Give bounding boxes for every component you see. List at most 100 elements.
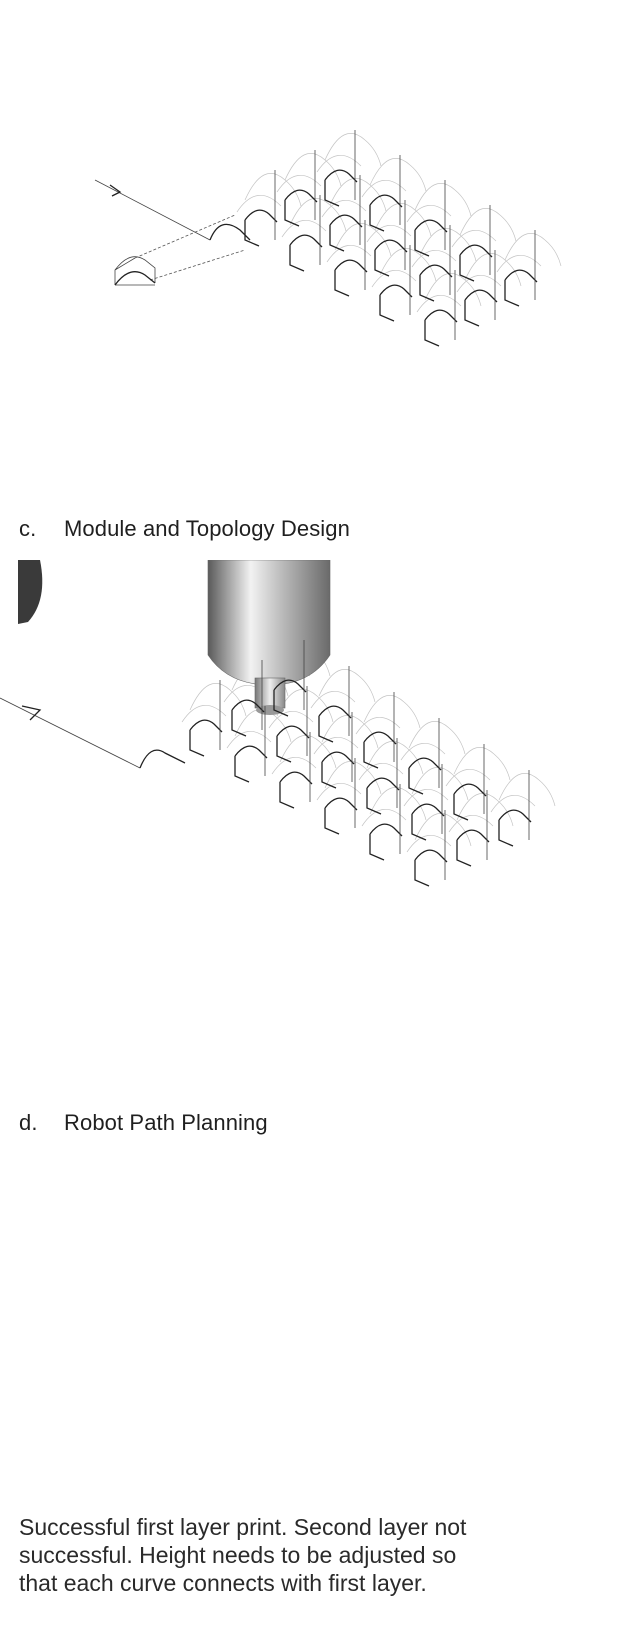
print-note: Successful first layer print. Second lay… xyxy=(19,1513,579,1597)
lattice-arc xyxy=(411,250,457,268)
caption-title: Robot Path Planning xyxy=(64,1110,268,1135)
module-box-curve xyxy=(114,271,156,286)
note-line-2: successful. Height needs to be adjusted … xyxy=(19,1542,457,1568)
lattice-arc xyxy=(451,230,497,248)
module-profile xyxy=(279,771,313,809)
lattice-arc xyxy=(321,200,367,218)
projection-dashes xyxy=(134,214,246,281)
lattice-arc xyxy=(316,783,362,801)
figure-caption-d: d. Robot Path Planning xyxy=(19,1110,268,1136)
lattice-arc xyxy=(366,225,412,243)
module-profile xyxy=(498,809,532,847)
module-profile xyxy=(189,719,223,757)
faint-lattice xyxy=(236,133,562,313)
note-line-3: that each curve connects with first laye… xyxy=(19,1570,427,1596)
module-curve xyxy=(209,223,251,241)
lattice-arc xyxy=(310,691,356,709)
input-path-line xyxy=(94,179,211,241)
lattice-arc xyxy=(411,767,469,801)
lattice-arc xyxy=(313,737,359,755)
lattice-arc xyxy=(406,835,452,853)
module-profile xyxy=(414,849,448,887)
module-profile xyxy=(318,705,352,743)
lattice-arc xyxy=(414,183,472,217)
lattice-arc xyxy=(456,793,514,827)
robot-path-diagram xyxy=(0,560,556,887)
lattice-arc xyxy=(363,695,421,729)
lead-in-curve xyxy=(139,749,186,769)
lattice-arc xyxy=(271,757,317,775)
lattice-arc xyxy=(281,220,327,238)
module-profile xyxy=(453,783,487,821)
module-profile xyxy=(464,289,498,327)
module-profile xyxy=(456,829,490,867)
lattice-arc xyxy=(456,275,502,293)
lattice-arc xyxy=(496,255,542,273)
module-profile xyxy=(408,757,442,795)
lattice-arc xyxy=(453,747,511,781)
module-profile xyxy=(411,803,445,841)
lattice-arc xyxy=(490,795,536,813)
arrow-head xyxy=(109,184,122,197)
module-box xyxy=(114,256,156,286)
lattice-arc xyxy=(236,195,282,213)
caption-letter: c. xyxy=(19,516,37,541)
module-grid-bold xyxy=(189,640,532,887)
module-profile xyxy=(414,219,448,257)
lattice-arc xyxy=(316,155,362,173)
lattice-arc xyxy=(459,208,517,242)
caption-letter: d. xyxy=(19,1110,38,1135)
lattice-arc xyxy=(181,705,227,723)
lattice-arc xyxy=(226,731,272,749)
lattice-arc xyxy=(268,711,314,729)
lattice-arc xyxy=(284,153,342,187)
lattice-arc xyxy=(276,175,322,193)
lattice-arc xyxy=(400,743,446,761)
lattice-arc xyxy=(318,669,376,703)
module-profile xyxy=(324,169,358,207)
module-profile xyxy=(273,679,307,717)
module-profile xyxy=(424,309,458,347)
lattice-arc xyxy=(416,295,462,313)
module-topology-diagram xyxy=(94,130,562,347)
lattice-arc xyxy=(403,789,449,807)
module-profile xyxy=(321,751,355,789)
lattice-arc xyxy=(279,735,337,769)
module-profile xyxy=(244,209,278,247)
lattice-arc xyxy=(355,717,401,735)
module-profile xyxy=(231,699,265,737)
module-profile xyxy=(374,239,408,277)
lattice-arc xyxy=(361,809,407,827)
lattice-arc xyxy=(414,813,472,847)
module-profile xyxy=(234,745,268,783)
toolpath-lines xyxy=(0,697,186,769)
lattice-arc xyxy=(406,205,452,223)
module-profile xyxy=(366,777,400,815)
lattice-arc xyxy=(448,815,494,833)
robot-arm-fragment xyxy=(18,560,43,624)
module-profile xyxy=(324,797,358,835)
module-profile xyxy=(289,234,323,272)
module-profile xyxy=(334,259,368,297)
lattice-arc xyxy=(369,787,427,821)
lattice-arc xyxy=(366,741,424,775)
lattice-arc xyxy=(408,721,466,755)
lattice-arc xyxy=(504,233,562,267)
module-profile xyxy=(369,823,403,861)
lattice-arc xyxy=(358,763,404,781)
caption-title: Module and Topology Design xyxy=(64,516,350,541)
module-profile xyxy=(504,269,538,307)
lattice-arc xyxy=(324,133,382,167)
module-profile xyxy=(419,264,453,302)
faint-lattice xyxy=(181,643,556,853)
module-profile xyxy=(284,189,318,227)
figure-caption-c: c. Module and Topology Design xyxy=(19,516,350,542)
lattice-arc xyxy=(371,270,417,288)
module-profile xyxy=(363,731,397,769)
module-profile xyxy=(329,214,363,252)
input-path-line xyxy=(0,697,141,769)
toolpath-lines xyxy=(94,179,251,286)
lattice-arc xyxy=(234,709,292,743)
lattice-arc xyxy=(498,773,556,807)
lattice-arc xyxy=(361,180,407,198)
